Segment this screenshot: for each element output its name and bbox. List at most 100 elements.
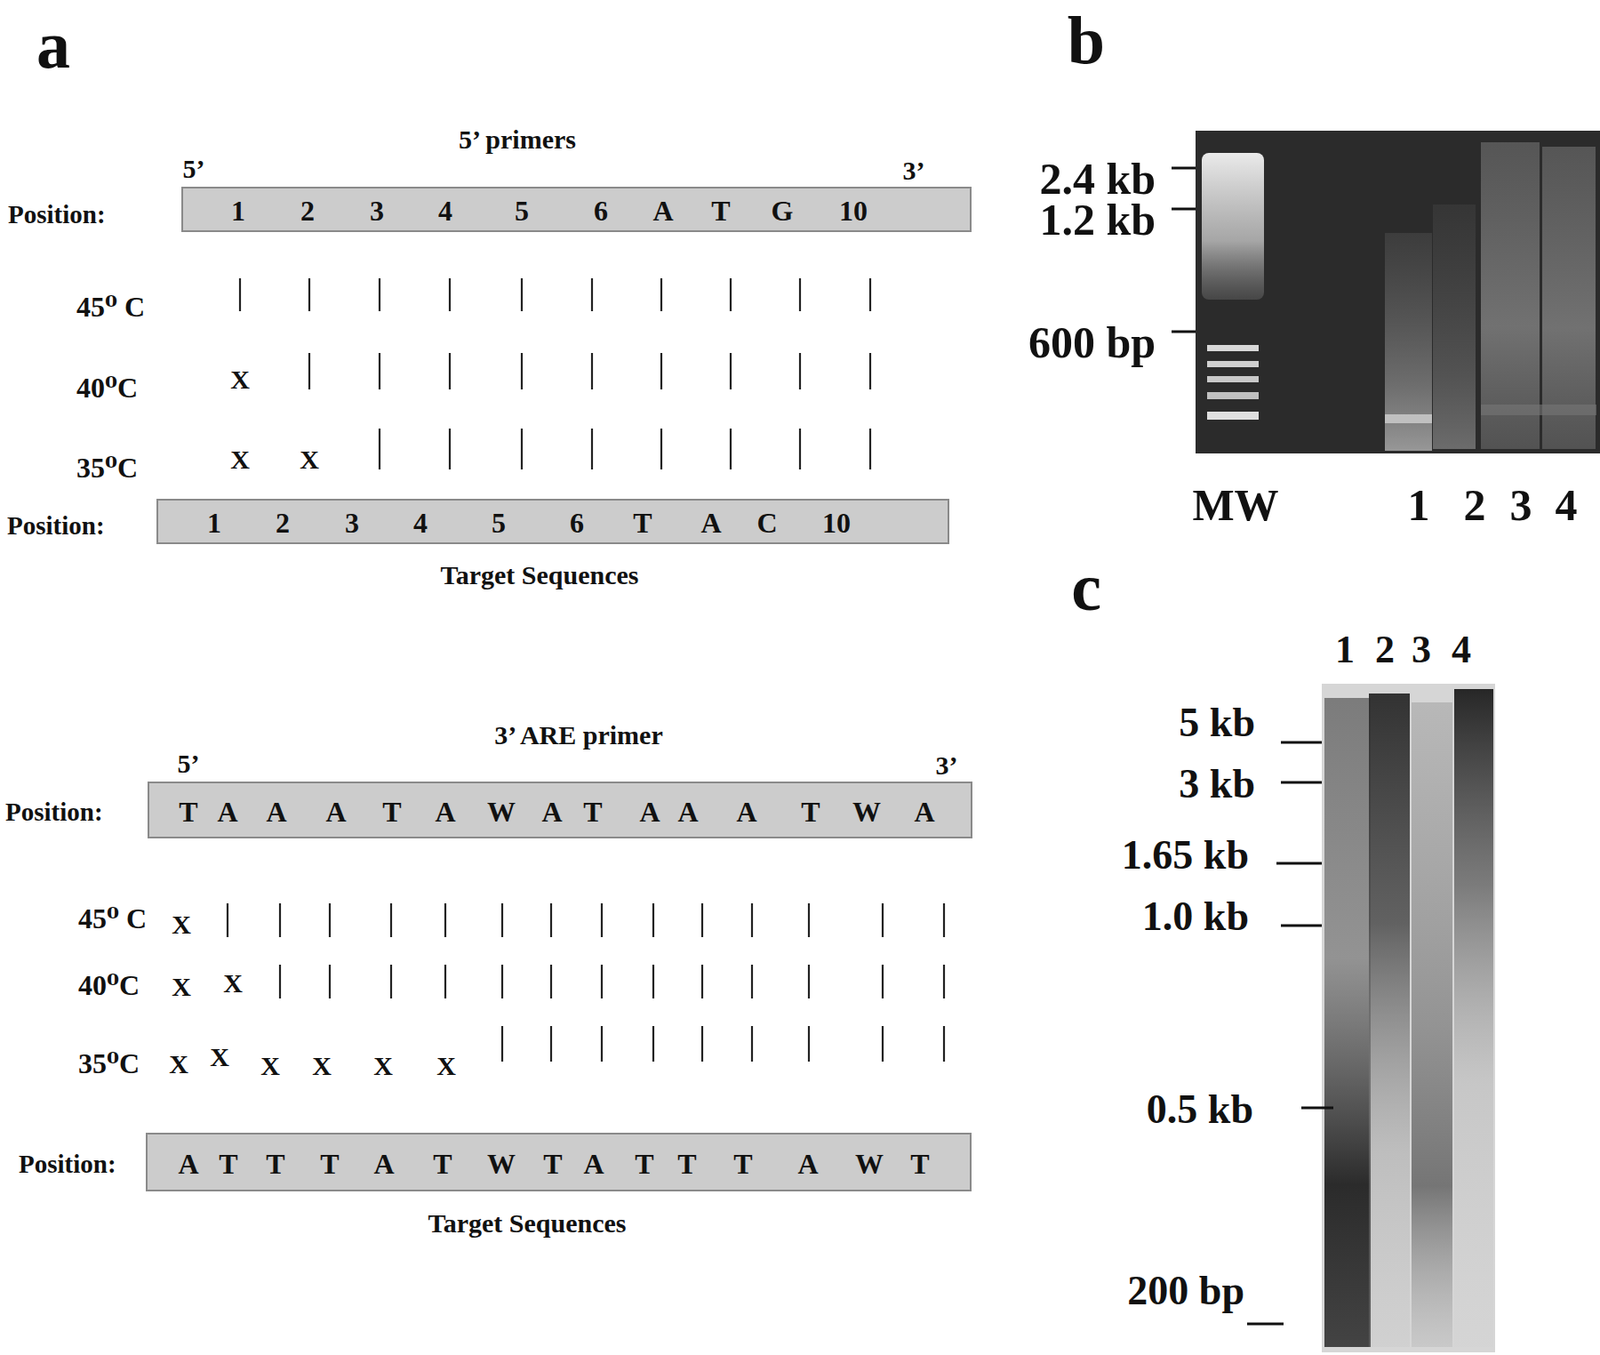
position-char: 2	[275, 508, 290, 537]
tick-mark	[501, 903, 504, 937]
figure-label: 0.5 kb	[1146, 1088, 1254, 1130]
position-char: T	[711, 196, 730, 225]
tick-mark	[279, 903, 281, 937]
tick-mark	[444, 964, 447, 999]
figure-label: 1	[1408, 482, 1431, 528]
tick-mark	[308, 352, 311, 390]
tick-mark	[328, 903, 331, 937]
tick-mark	[501, 1025, 504, 1062]
figure-label: X	[171, 911, 192, 938]
bar-heading: 5’ primers	[458, 126, 576, 153]
tick-mark	[378, 428, 381, 470]
tick-mark	[869, 278, 872, 312]
figure-label: 600 bp	[1028, 320, 1156, 365]
position-char: 4	[438, 196, 453, 225]
figure-label: 35⁰C	[78, 1048, 140, 1078]
tick-mark	[652, 964, 655, 999]
panel-letter: a	[36, 10, 71, 79]
position-char: T	[320, 1149, 339, 1178]
tick-mark	[751, 903, 753, 937]
position-char: 3	[344, 508, 360, 537]
tick-mark	[600, 903, 603, 937]
tick-mark	[652, 903, 655, 937]
position-char: A	[325, 797, 346, 826]
position-char: T	[733, 1149, 752, 1178]
tick-mark	[729, 352, 732, 390]
figure-label: X	[209, 1043, 230, 1071]
tick-mark	[390, 964, 392, 999]
tick-mark	[799, 428, 801, 470]
position-char: A	[797, 1149, 818, 1178]
figure-label: 1.0 kb	[1142, 896, 1249, 937]
tick-mark	[660, 428, 663, 470]
figure-label: 3’	[903, 157, 926, 184]
figure-label: 5’	[183, 155, 206, 183]
tick-mark	[550, 964, 552, 999]
sequence-bar: 3’ ARE primerTAAATAWATAAATWA	[147, 781, 973, 839]
figure-label: 4	[1451, 630, 1472, 670]
tick-mark	[701, 903, 704, 937]
position-char: T	[632, 508, 652, 537]
tick-mark	[378, 352, 381, 390]
tick-mark	[869, 428, 872, 470]
figure-label: 3	[1510, 482, 1533, 528]
tick-mark	[448, 428, 451, 470]
position-char: W	[855, 1149, 884, 1178]
figure-label: Position:	[5, 799, 104, 825]
figure-label: 40⁰C	[76, 373, 138, 402]
sequence-bar: 123456TAC10Target Sequences	[156, 498, 950, 544]
tick-mark	[279, 964, 281, 999]
position-char: A	[700, 508, 721, 537]
position-char: A	[736, 797, 757, 826]
position-char: T	[265, 1149, 285, 1178]
figure-label: 45⁰ C	[78, 904, 147, 933]
tick-mark	[751, 1025, 753, 1062]
tick-mark	[881, 1025, 884, 1062]
tick-mark	[751, 964, 753, 999]
position-char: A	[677, 797, 698, 826]
tick-mark	[550, 1025, 552, 1062]
position-char: T	[800, 797, 820, 826]
figure-label: 200 bp	[1127, 1270, 1245, 1312]
position-char: 2	[300, 196, 315, 225]
position-char: T	[432, 1149, 452, 1178]
position-char: A	[373, 1149, 394, 1178]
tick-mark	[600, 964, 603, 999]
tick-mark	[881, 964, 884, 999]
tick-mark	[799, 352, 801, 390]
figure-label: 2	[1375, 630, 1395, 670]
tick-mark	[328, 964, 331, 999]
tick-mark	[520, 352, 523, 390]
figure-label: 5 kb	[1178, 702, 1256, 744]
position-char: 1	[207, 508, 222, 537]
position-char: T	[910, 1149, 929, 1178]
position-char: G	[771, 196, 794, 225]
position-char: 5	[514, 196, 529, 225]
figure-label: 45⁰ C	[76, 292, 145, 321]
tick-mark	[308, 278, 311, 312]
figure-label: 2	[1464, 482, 1487, 528]
position-char: C	[756, 508, 777, 537]
position-char: T	[543, 1149, 562, 1178]
figure-label: 1.2 kb	[1039, 197, 1156, 242]
figure-label: 4	[1555, 482, 1578, 528]
figure-label: X	[436, 1052, 456, 1080]
tick-mark	[652, 1025, 655, 1062]
panel-letter: b	[1067, 6, 1105, 74]
tick-mark	[943, 964, 945, 999]
figure-label: 40⁰C	[78, 970, 140, 1000]
position-char: A	[265, 797, 287, 826]
tick-mark	[239, 278, 241, 312]
tick-mark	[444, 903, 447, 937]
figure-label: 1.65 kb	[1121, 834, 1249, 876]
position-char: T	[634, 1149, 654, 1178]
figure-label: X	[171, 973, 192, 1000]
tick-mark	[520, 278, 523, 312]
position-char: 10	[822, 508, 851, 537]
tick-mark	[520, 428, 523, 470]
tick-mark	[378, 278, 381, 312]
position-char: 3	[369, 196, 384, 225]
position-char: A	[541, 797, 562, 826]
figure-label: X	[260, 1052, 280, 1080]
